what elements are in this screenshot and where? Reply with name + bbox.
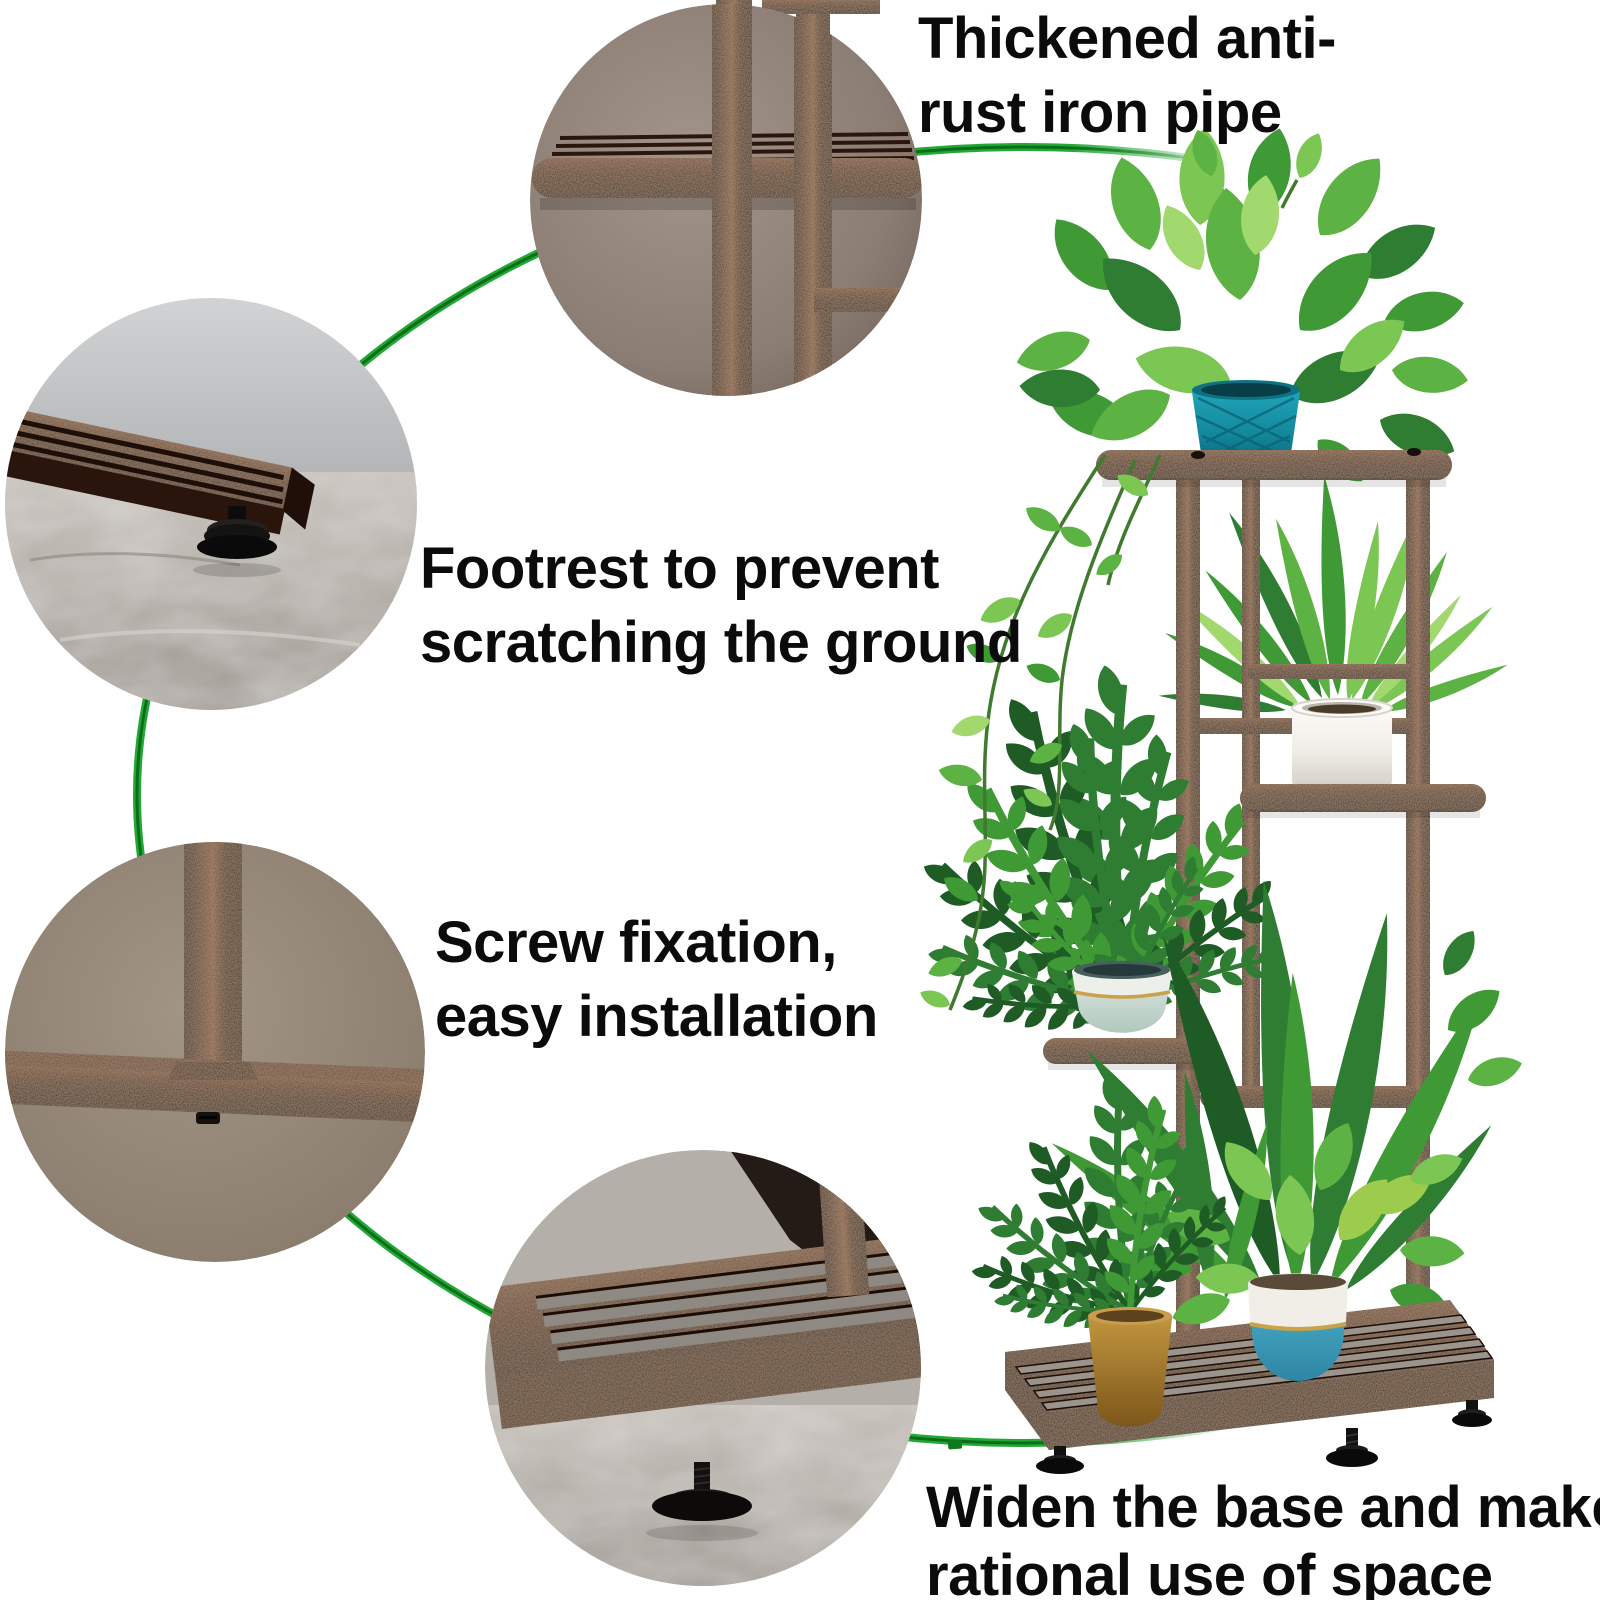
leveling-screw-foot — [646, 1462, 758, 1541]
celadon-pot — [1072, 961, 1172, 1033]
pothos-vines — [917, 454, 1162, 1014]
middle-shelf-left — [1043, 1038, 1203, 1064]
callout-circle-footrest — [5, 298, 417, 710]
caption-footrest: Footrest to prevent scratching the groun… — [420, 532, 1022, 680]
caption-screw-fixation: Screw fixation, easy installation — [435, 906, 878, 1054]
pothos-plant — [1012, 123, 1472, 493]
caption-line: Footrest to prevent — [420, 536, 939, 601]
base-platform — [1005, 1300, 1494, 1474]
caption-line: scratching the ground — [420, 610, 1022, 675]
aspidistra-plant — [1157, 474, 1511, 722]
callout-circle-base — [485, 1150, 921, 1586]
caption-line: Widen the base and make — [926, 1475, 1600, 1540]
plant-stand-photo — [904, 123, 1525, 1474]
base-frame-corner — [5, 397, 315, 535]
connector-knot — [947, 1439, 963, 1450]
caption-anti-rust-pipe: Thickened anti- rust iron pipe — [918, 2, 1336, 150]
callout-circle-pipe — [530, 4, 922, 396]
blue-white-pot — [1248, 1273, 1348, 1381]
callout-circle-screw — [5, 842, 425, 1262]
caption-line: Thickened anti- — [918, 6, 1336, 71]
fixation-screw — [196, 1112, 220, 1124]
caption-line: rational use of space — [926, 1543, 1493, 1600]
caption-line: rust iron pipe — [918, 80, 1282, 145]
gold-pot — [1088, 1307, 1172, 1427]
caption-widen-base: Widen the base and make rational use of … — [926, 1474, 1600, 1600]
adjustable-foot — [193, 506, 281, 577]
shelf-bolt — [1191, 451, 1205, 459]
white-pot — [1291, 698, 1393, 790]
caption-line: Screw fixation, — [435, 910, 837, 975]
middle-shelf-right — [1240, 784, 1486, 812]
iron-pipes — [712, 4, 906, 396]
caption-line: easy installation — [435, 984, 878, 1049]
shelf-bolt — [1407, 448, 1421, 456]
base-platform-closeup — [485, 1234, 921, 1429]
leveling-feet — [1036, 1400, 1492, 1474]
top-shelf — [1096, 450, 1452, 480]
pipe-joint — [5, 842, 425, 1124]
